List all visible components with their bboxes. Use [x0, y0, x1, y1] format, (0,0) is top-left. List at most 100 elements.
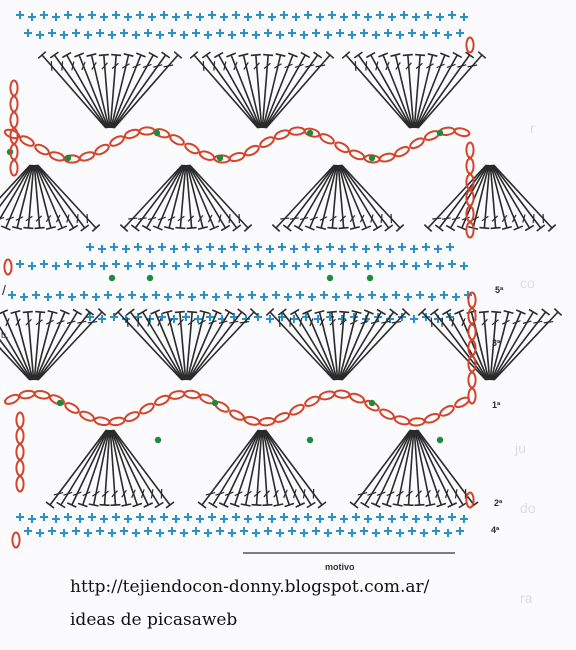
- chain-stitch: [11, 531, 21, 549]
- stitch-bar: [163, 64, 174, 68]
- slip-stitch-dot: [153, 129, 161, 137]
- slip-stitch-dot: [306, 129, 314, 137]
- stitch-top: [251, 503, 262, 507]
- stitch-top: [97, 307, 107, 317]
- double-crochet-stitch: [281, 311, 336, 381]
- chain-stitch: [93, 416, 111, 427]
- single-crochet-mark: [134, 243, 142, 251]
- double-crochet-stitch: [264, 54, 319, 129]
- single-crochet-mark: [376, 260, 384, 268]
- stitch-bar: [223, 61, 227, 71]
- chain-stitch: [15, 427, 25, 445]
- single-crochet-mark: [232, 513, 240, 521]
- double-crochet-stitch: [186, 164, 215, 229]
- stitch-bar: [72, 491, 82, 497]
- single-crochet-mark: [264, 29, 272, 37]
- chain-stitch: [465, 141, 475, 159]
- stitch-bar: [153, 64, 163, 68]
- stitch-bar: [522, 320, 532, 324]
- double-crochet-stitch: [382, 54, 413, 129]
- single-crochet-mark: [8, 291, 16, 299]
- stitch-top: [98, 53, 109, 57]
- stitch-top: [452, 51, 463, 59]
- single-crochet-mark: [412, 515, 420, 523]
- stitch-bar: [111, 490, 118, 498]
- stitch-bar: [147, 317, 151, 327]
- double-crochet-stitch: [179, 311, 187, 381]
- stitch-bar: [66, 320, 76, 324]
- single-crochet-mark: [160, 513, 168, 521]
- chain-stitch: [259, 136, 275, 148]
- single-crochet-mark: [120, 29, 128, 37]
- single-crochet-mark: [268, 262, 276, 270]
- double-crochet-stitch: [341, 164, 401, 229]
- single-crochet-mark: [108, 529, 116, 537]
- stitch-bar: [294, 63, 304, 68]
- double-crochet-stitch: [49, 429, 108, 506]
- stitch-bar: [61, 61, 64, 71]
- double-crochet-stitch: [33, 311, 41, 381]
- stitch-top: [524, 224, 535, 232]
- double-crochet-stitch: [90, 54, 110, 129]
- single-crochet-mark: [352, 11, 360, 19]
- single-crochet-mark: [424, 260, 432, 268]
- stitch-top: [121, 503, 132, 507]
- chain-stitch: [439, 405, 455, 417]
- stitch-top: [361, 225, 372, 231]
- stitch-bar: [329, 318, 336, 326]
- single-crochet-mark: [268, 515, 276, 523]
- stitch-top: [0, 225, 11, 231]
- stitch-bar: [82, 491, 91, 497]
- chain-stitch: [465, 157, 475, 175]
- single-crochet-mark: [328, 260, 336, 268]
- stitch-top: [80, 224, 90, 232]
- stitch-bar: [187, 319, 195, 326]
- double-crochet-stitch: [370, 54, 413, 129]
- single-crochet-mark: [380, 293, 388, 301]
- double-crochet-stitch: [353, 429, 412, 506]
- single-crochet-mark: [280, 513, 288, 521]
- single-crochet-mark: [360, 29, 368, 37]
- stitch-top: [66, 502, 77, 508]
- chain-stitch: [288, 126, 306, 136]
- chain-stitch: [124, 411, 140, 423]
- stitch-bar: [147, 216, 157, 221]
- stitch-bar: [5, 216, 14, 221]
- stitch-bar: [405, 490, 413, 497]
- single-crochet-mark: [220, 13, 228, 21]
- stitch-top: [250, 53, 261, 57]
- stitch-bar: [140, 489, 145, 499]
- single-crochet-mark: [434, 245, 442, 253]
- double-crochet-stitch: [490, 311, 510, 381]
- double-crochet-stitch: [262, 429, 291, 506]
- single-crochet-mark: [28, 515, 36, 523]
- chain-stitch: [258, 417, 276, 427]
- stitch-top: [119, 224, 129, 232]
- single-crochet-mark: [220, 262, 228, 270]
- single-crochet-mark: [212, 293, 220, 301]
- stitch-top: [88, 503, 99, 507]
- single-crochet-mark: [146, 245, 154, 253]
- single-crochet-mark: [220, 515, 228, 523]
- single-crochet-mark: [40, 513, 48, 521]
- single-crochet-mark: [208, 11, 216, 19]
- double-crochet-stitch: [168, 164, 186, 229]
- single-crochet-mark: [444, 31, 452, 39]
- single-crochet-mark: [60, 529, 68, 537]
- single-crochet-mark: [76, 515, 84, 523]
- double-crochet-stitch: [483, 164, 491, 229]
- stitch-bar: [122, 63, 130, 69]
- stitch-bar: [101, 62, 108, 70]
- stitch-bar: [446, 63, 456, 68]
- stitch-top: [154, 501, 164, 509]
- stitch-top: [414, 503, 425, 507]
- stitch-top: [370, 502, 381, 508]
- stitch-top: [189, 51, 199, 59]
- single-crochet-mark: [86, 243, 94, 251]
- chain-stitch: [139, 402, 155, 415]
- double-crochet-stitch: [337, 311, 345, 381]
- stitch-top: [237, 308, 247, 316]
- stitch-bar: [91, 62, 97, 70]
- stitch-top: [138, 308, 148, 316]
